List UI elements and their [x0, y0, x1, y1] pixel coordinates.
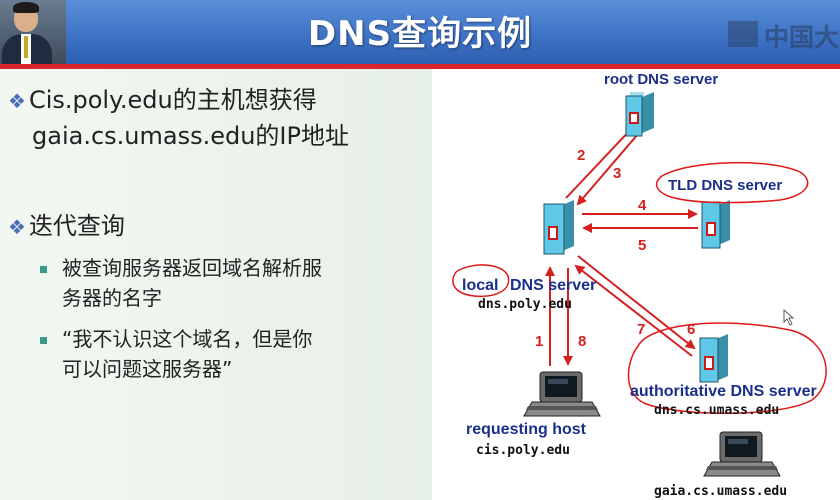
step-label-6: 6	[687, 321, 695, 338]
requesting-host-label: requesting host	[466, 421, 587, 438]
gaia-hostname: gaia.cs.umass.edu	[654, 484, 787, 499]
bullet-2-text: 迭代查询	[28, 212, 125, 240]
bullet-1: ❖Cis.poly.edu的主机想获得	[8, 82, 317, 119]
local-label: local	[462, 277, 498, 294]
sub-bullet-2-line-2: 可以问题这服务器”	[62, 357, 233, 381]
authoritative-dns-server-label: authoritative DNS server	[630, 383, 817, 400]
step-label-4: 4	[638, 197, 647, 214]
bullet-panel	[0, 69, 432, 500]
gaia-host-computer-icon	[703, 431, 781, 477]
diamond-bullet-icon: ❖	[8, 215, 26, 239]
presenter-hair	[13, 2, 39, 13]
title-underline	[0, 64, 840, 69]
local-annotation-circle	[452, 264, 510, 298]
root-dns-server-icon	[625, 92, 654, 137]
root-dns-server-label: root DNS server	[604, 71, 718, 88]
authoritative-dns-server-icon	[699, 334, 728, 383]
sub-bullet-1-line-2: 务器的名字	[62, 286, 162, 310]
local-dns-hostname: dns.poly.edu	[478, 297, 572, 312]
tld-dns-server-label: TLD DNS server	[668, 177, 782, 194]
step-label-3: 3	[613, 165, 621, 182]
bullet-1-line-1: Cis.poly.edu的主机想获得	[28, 86, 317, 114]
sub-bullet-1-line-1: 被查询服务器返回域名解析服	[62, 256, 322, 280]
square-bullet-icon	[40, 337, 47, 344]
authoritative-annotation-circle	[627, 322, 827, 414]
bullet-1-line-2: gaia.cs.umass.edu的IP地址	[32, 122, 349, 150]
local-dns-server-icon	[543, 200, 574, 255]
title-bar	[0, 0, 840, 64]
arrow-step-7	[574, 264, 693, 357]
presenter-video-thumbnail	[0, 0, 66, 64]
slide-title: DNS查询示例	[307, 14, 533, 54]
authoritative-dns-hostname: dns.cs.umass.edu	[654, 403, 779, 418]
step-label-7: 7	[637, 321, 645, 338]
arrow-step-2	[565, 124, 636, 199]
tld-annotation-circle	[655, 161, 809, 204]
tld-dns-server-icon	[701, 200, 730, 249]
query-arrows	[545, 124, 698, 366]
square-bullet-icon	[40, 266, 47, 273]
step-label-1: 1	[535, 333, 543, 350]
logo-icon	[728, 21, 758, 47]
step-label-2: 2	[577, 147, 585, 164]
step-label-5: 5	[638, 237, 646, 254]
requesting-hostname: cis.poly.edu	[476, 443, 570, 458]
bullet-2: ❖迭代查询	[8, 208, 125, 245]
step-label-8: 8	[578, 333, 586, 350]
mouse-cursor-icon	[783, 309, 795, 326]
arrow-step-6	[577, 255, 696, 350]
sub-bullet-2-line-1: “我不认识这个域名，但是你	[62, 327, 313, 351]
diamond-bullet-icon: ❖	[8, 89, 26, 113]
arrow-step-3	[576, 133, 639, 206]
presenter-tie	[24, 36, 28, 58]
watermark-logo: 中国大	[728, 16, 840, 52]
local-dns-server-label: DNS server	[510, 277, 596, 294]
logo-text: 中国大	[764, 23, 840, 52]
requesting-host-computer-icon	[523, 371, 601, 417]
